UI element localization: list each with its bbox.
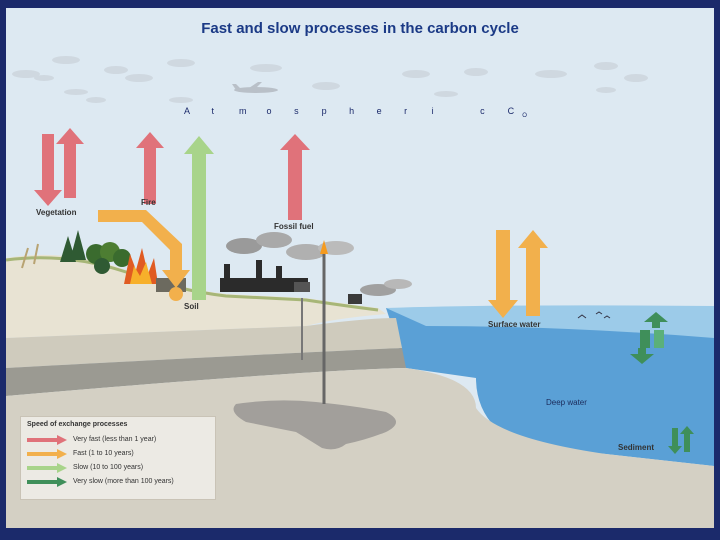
cloud-icon bbox=[464, 68, 488, 76]
legend: Speed of exchange processes Very fast (l… bbox=[20, 416, 216, 500]
atmos-letter: i bbox=[432, 106, 478, 116]
legend-title: Speed of exchange processes bbox=[27, 421, 127, 428]
atmos-letter: r bbox=[404, 106, 429, 116]
cloud-icon bbox=[250, 64, 282, 72]
cloud-icon bbox=[624, 74, 648, 82]
legend-arrow-icon bbox=[27, 435, 67, 445]
cloud-icon bbox=[535, 70, 567, 78]
atmos-letter: p bbox=[322, 106, 347, 116]
atmos-letter: c bbox=[480, 106, 505, 116]
vegetation-label: Vegetation bbox=[36, 208, 76, 217]
diagram-title: Fast and slow processes in the carbon cy… bbox=[6, 20, 714, 37]
atmos-letter: m bbox=[239, 106, 264, 116]
atmos-letter: A bbox=[184, 106, 209, 116]
legend-arrow-icon bbox=[27, 463, 67, 473]
atmos-letter: t bbox=[212, 106, 237, 116]
atmos-letter: C bbox=[508, 106, 520, 116]
legend-item-fast: Fast (1 to 10 years) bbox=[27, 449, 215, 461]
cloud-icon bbox=[52, 56, 80, 64]
cloud-icon bbox=[596, 87, 616, 93]
atmos-letter: h bbox=[349, 106, 374, 116]
atmos-letter: e bbox=[377, 106, 402, 116]
cloud-icon bbox=[594, 62, 618, 70]
fire-label: Fire bbox=[141, 198, 156, 207]
legend-item-very-fast: Very fast (less than 1 year) bbox=[27, 435, 215, 447]
legend-label: Very slow (more than 100 years) bbox=[73, 478, 174, 485]
legend-label: Fast (1 to 10 years) bbox=[73, 450, 134, 457]
atmos-letter: O bbox=[522, 113, 534, 119]
soil-circle bbox=[169, 287, 183, 301]
cloud-icon bbox=[125, 74, 153, 82]
soil-label: Soil bbox=[184, 302, 199, 311]
cloud-icon bbox=[402, 70, 430, 78]
cloud-icon bbox=[34, 75, 54, 81]
legend-item-slow: Slow (10 to 100 years) bbox=[27, 463, 215, 475]
cloud-icon bbox=[312, 82, 340, 90]
legend-arrow-icon bbox=[27, 477, 67, 487]
atmospheric-co2-label: A t m o s p h e r i c C O bbox=[184, 106, 534, 119]
slide: Fast and slow processes in the carbon cy… bbox=[6, 8, 714, 528]
legend-arrow-icon bbox=[27, 449, 67, 459]
cloud-icon bbox=[434, 91, 458, 97]
atmos-letter: o bbox=[267, 106, 292, 116]
cloud-icon bbox=[86, 97, 106, 103]
tree-icon bbox=[94, 258, 110, 274]
sediment-label: Sediment bbox=[618, 443, 654, 452]
cloud-icon bbox=[104, 66, 128, 74]
legend-label: Very fast (less than 1 year) bbox=[73, 436, 156, 443]
legend-item-very-slow: Very slow (more than 100 years) bbox=[27, 477, 215, 489]
surface-water-label: Surface water bbox=[488, 320, 540, 329]
deep-water-label: Deep water bbox=[546, 398, 587, 407]
cloud-icon bbox=[169, 97, 193, 103]
cloud-icon bbox=[167, 59, 195, 67]
legend-label: Slow (10 to 100 years) bbox=[73, 464, 143, 471]
fossil-fuel-label: Fossil fuel bbox=[274, 222, 314, 231]
atmos-letter: s bbox=[294, 106, 319, 116]
cloud-icon bbox=[64, 89, 88, 95]
